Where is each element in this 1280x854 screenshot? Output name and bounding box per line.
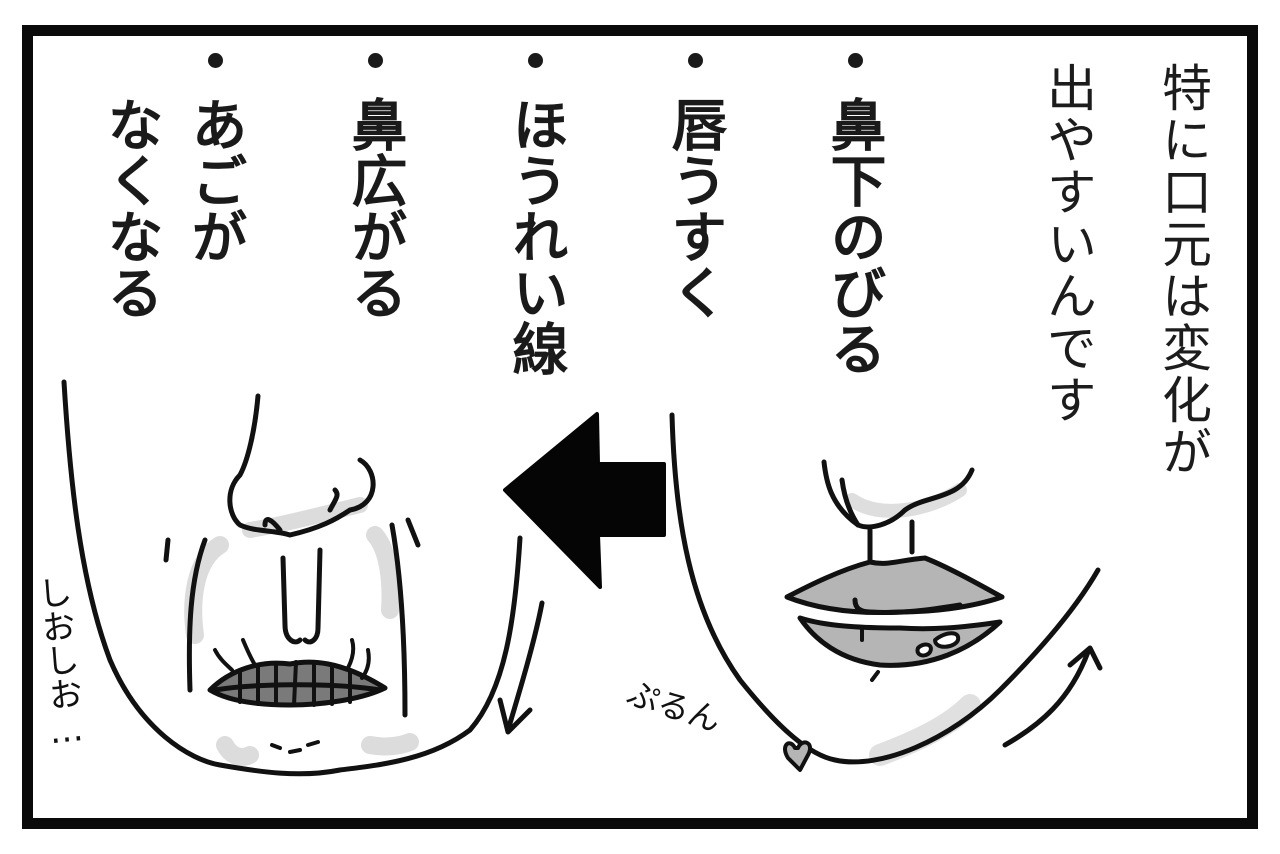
change-label: 鼻広がる — [342, 96, 407, 320]
young-lower-lip — [797, 615, 1003, 668]
bullet-dot — [368, 53, 383, 68]
young-nose — [821, 459, 975, 530]
aged-shadow-right — [366, 526, 400, 619]
young-lip-line — [852, 597, 963, 616]
aged-shadow-chin-1 — [216, 736, 259, 766]
aged-down-arrow — [505, 600, 545, 733]
young-chin-highlight — [869, 694, 981, 766]
aged-shadow-chin-2 — [361, 733, 419, 756]
aged-chin-marks — [270, 740, 320, 754]
aged-nasolabial-right — [389, 522, 408, 718]
aged-nostril — [262, 517, 283, 533]
aged-face-contour — [61, 379, 523, 777]
bullet-dot — [848, 53, 863, 68]
change-label: 鼻下のびる — [821, 96, 886, 376]
young-lip-highlight-2 — [915, 642, 933, 658]
young-up-arrow-head — [1067, 645, 1103, 671]
aged-face — [61, 379, 812, 777]
aged-philtrum — [280, 547, 323, 645]
young-face — [669, 412, 1103, 766]
aged-lip-line — [212, 682, 383, 693]
aged-down-arrow-head — [497, 697, 533, 735]
change-label: ほうれい線 — [503, 96, 568, 376]
narration-line-2: 出やすいんです — [1039, 62, 1097, 426]
young-up-arrow — [1002, 649, 1091, 748]
aged-nostril-right — [327, 487, 340, 513]
aged-nose — [227, 393, 376, 538]
bullet-dot — [208, 53, 223, 68]
change-label: 唇うすく — [662, 96, 727, 320]
bullet-dot — [688, 53, 703, 68]
bullet-dot — [528, 53, 543, 68]
aged-nasolabial-left — [186, 537, 208, 693]
transition-arrow — [503, 412, 666, 589]
aged-lip-wrinkles — [238, 660, 352, 707]
aged-cheek-tick-right — [405, 517, 421, 548]
aged-cheek-tick-left — [163, 537, 171, 563]
change-label-line-2: なくなる — [98, 96, 163, 320]
narration-line-1: 特に口元は変化が — [1154, 62, 1212, 478]
young-lip-highlight-1 — [933, 631, 961, 649]
aged-lip-lines-above — [213, 638, 371, 680]
young-nose-nostril — [839, 477, 861, 528]
young-face-contour — [669, 412, 1101, 765]
young-chin-tick — [870, 670, 880, 682]
young-upper-lip — [784, 555, 1005, 615]
change-label-line-1: あごが — [182, 96, 247, 264]
heart-icon — [783, 740, 812, 772]
